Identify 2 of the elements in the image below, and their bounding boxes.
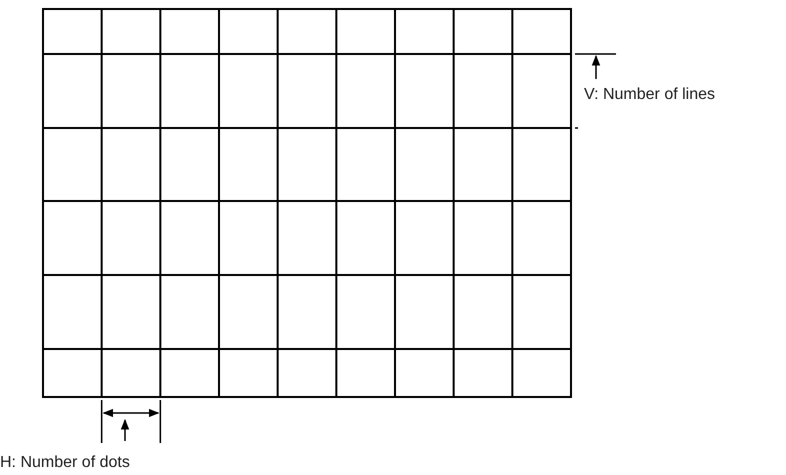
dimension-label: H: Number of dots [0,454,130,472]
dimension-label: V: Number of lines [584,86,716,104]
